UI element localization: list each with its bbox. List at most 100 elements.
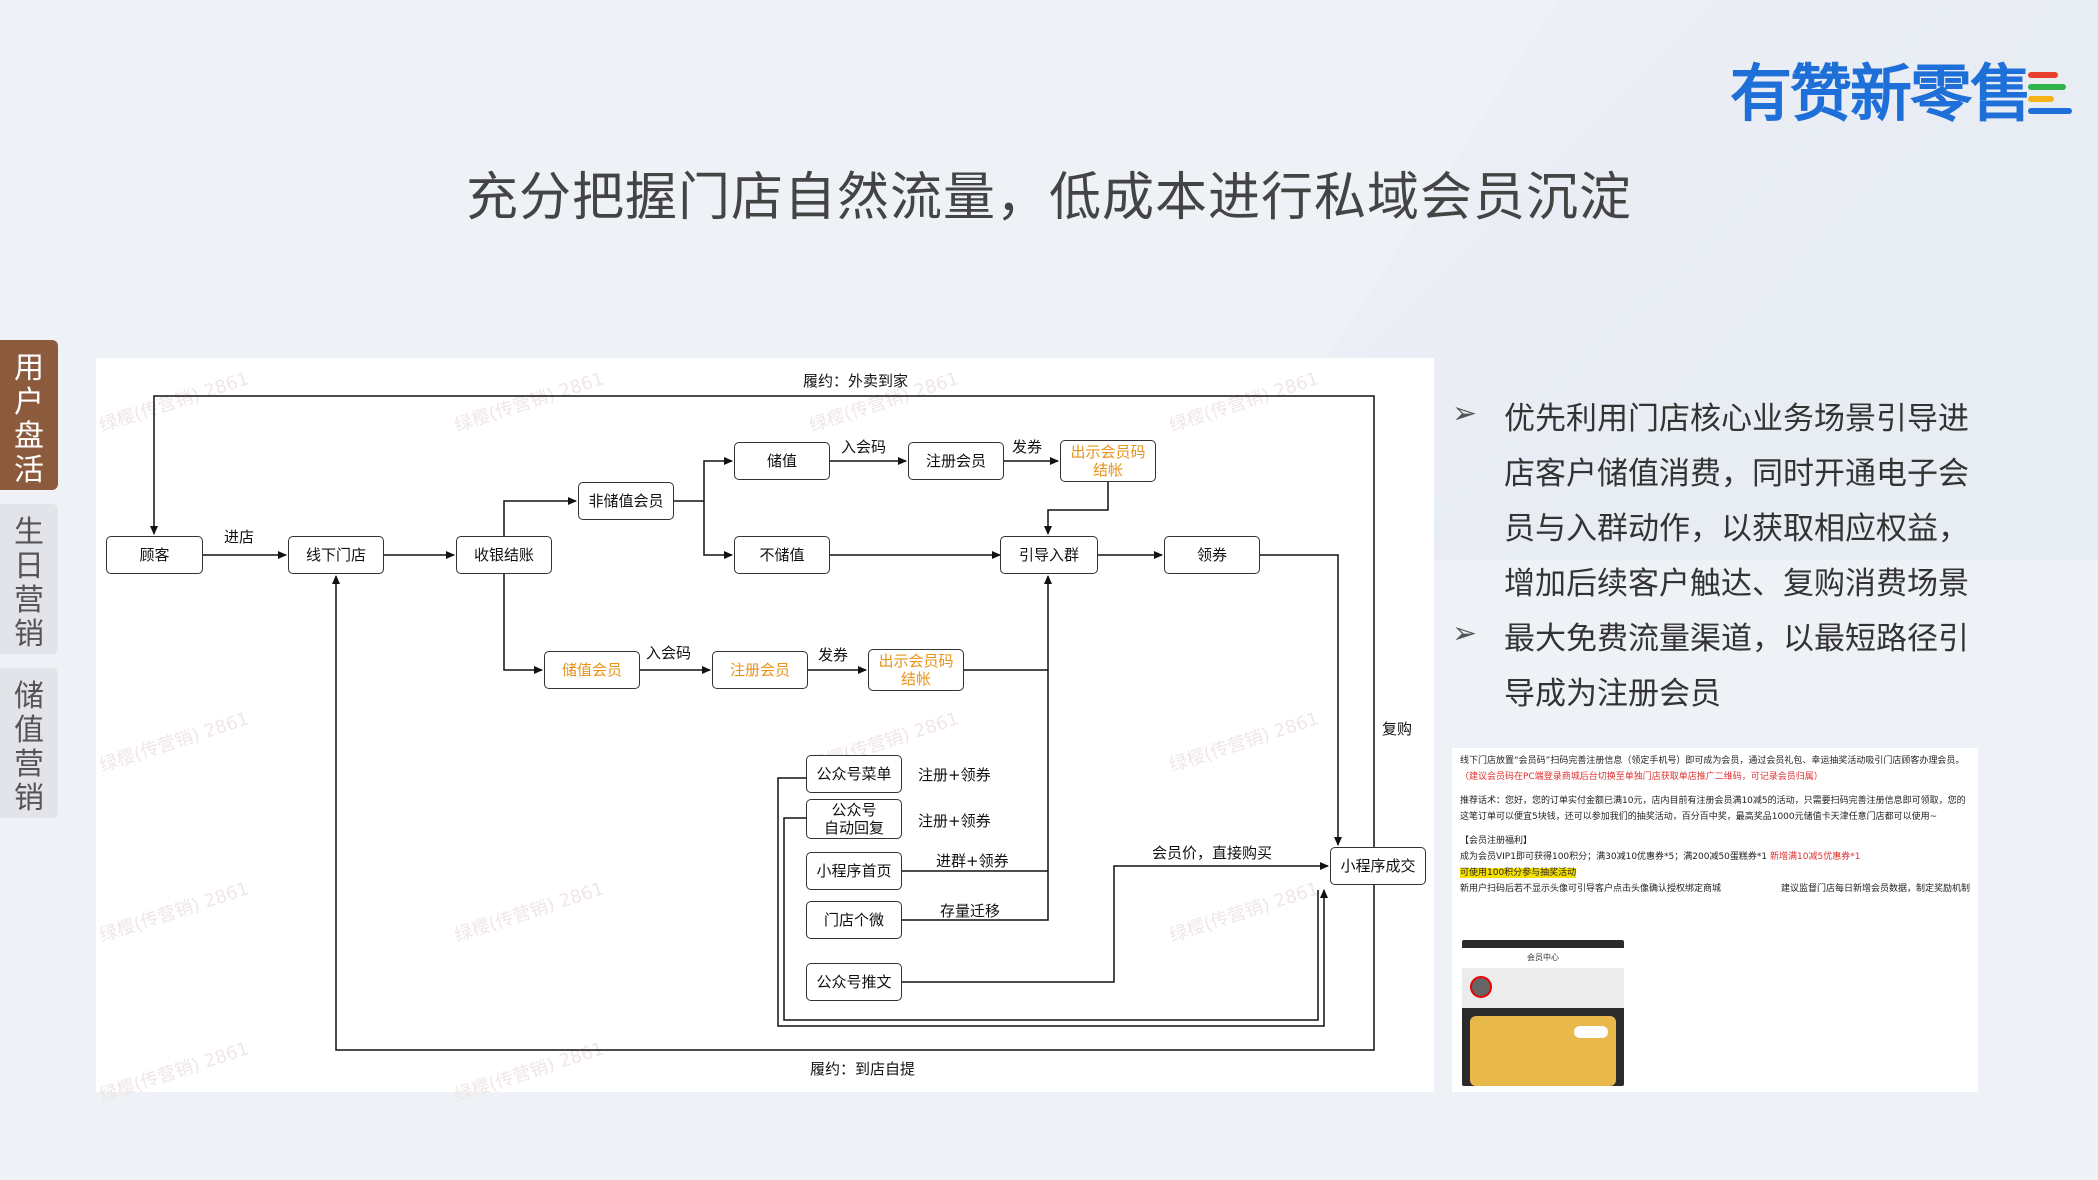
card-button	[1574, 1026, 1608, 1038]
node-show-code-top: 出示会员码 结帐	[1060, 440, 1156, 482]
node-label: 引导入群	[1018, 546, 1079, 564]
label-member-price: 会员价，直接购买	[1152, 844, 1273, 862]
logo-text: 有赞新零售	[1730, 57, 2032, 130]
tab-birthday-marketing[interactable]: 生日营销	[0, 504, 58, 654]
shot-row: 新用户扫码后若不显示头像可引导客户点击头像确认授权绑定商城 建议监督门店每日新增…	[1460, 881, 1970, 897]
edge-to-no-store-value	[703, 501, 733, 559]
node-label: 注册会员	[925, 452, 986, 470]
node-label: 门店个微	[823, 911, 884, 929]
edge-to-stored	[503, 555, 543, 674]
edge-code-to-group	[1044, 480, 1109, 535]
node-label: 小程序成交	[1340, 857, 1416, 875]
member-card	[1470, 1016, 1616, 1086]
edge-fulfill-delivery	[150, 395, 1375, 866]
label-stock-migrate: 存量迁移	[940, 902, 1001, 920]
node-guide-group: 引导入群	[1000, 536, 1098, 574]
label-join-group-claim: 进群+领券	[936, 852, 1009, 870]
node-label: 领券	[1196, 546, 1227, 564]
node-oa-menu: 公众号菜单	[806, 755, 902, 793]
edge-stock-migrate	[902, 871, 1049, 921]
node-checkout: 收银结账	[456, 536, 552, 574]
tab-user-activation[interactable]: 用户盘活	[0, 340, 58, 490]
node-label: 注册会员	[729, 661, 790, 679]
shot-text: 建议监督门店每日新增会员数据，制定奖励机制	[1780, 884, 1970, 894]
tab-stored-value-marketing[interactable]: 储值营销	[0, 668, 58, 818]
node-label: 公众号推文	[816, 973, 892, 991]
node-customer: 顾客	[106, 536, 203, 574]
phone-user-row	[1462, 968, 1624, 1008]
tab-label: 用户盘活	[14, 351, 44, 488]
node-label: 顾客	[139, 546, 170, 564]
bullet-text: 优先利用门店核心业务场景引导进店客户储值消费，同时开通电子会员与入群动作，以获取…	[1504, 401, 1969, 602]
node-non-stored-member: 非储值会员	[578, 482, 674, 520]
node-label: 出示会员码 结帐	[878, 652, 954, 688]
shot-line: 成为会员VIP1即可获得100积分；满30减10优惠券*5；满200减50蛋糕券…	[1460, 849, 1970, 865]
node-label: 储值	[766, 452, 797, 470]
node-label: 非储值会员	[588, 492, 664, 510]
edge-auto-reply-loop	[783, 817, 1319, 1021]
node-offline-store: 线下门店	[288, 536, 384, 574]
edge-repurchase	[1260, 554, 1342, 846]
node-label: 小程序首页	[816, 862, 892, 880]
bullet-text: 最大免费流量渠道，以最短路径引导成为注册会员	[1504, 621, 1969, 712]
edge-oa-menu-loop	[777, 777, 1328, 1027]
side-tab-bar: 用户盘活 生日营销 储值营销	[0, 340, 60, 832]
label-join-code-top: 入会码	[841, 438, 887, 456]
phone-title: 会员中心	[1462, 948, 1624, 968]
node-no-store-value: 不储值	[734, 536, 830, 574]
bullet-arrow-icon: ➢	[1452, 396, 1478, 431]
label-register-claim-2: 注册+领券	[918, 812, 991, 830]
node-label: 储值会员	[561, 661, 622, 679]
shot-line: 线下门店放置“会员码”扫码完善注册信息（领定手机号）即可成为会员，通过会员礼包、…	[1460, 756, 1965, 766]
node-label: 出示会员码 结帐	[1070, 443, 1146, 479]
node-mini-deal: 小程序成交	[1330, 847, 1426, 885]
node-register-member-top: 注册会员	[908, 442, 1004, 480]
shot-text: 新用户扫码后若不显示头像可引导客户点击头像确认授权绑定商城	[1460, 884, 1722, 894]
label-repurchase: 复购	[1382, 720, 1413, 738]
node-label: 收银结账	[473, 546, 534, 564]
bullet-item: ➢ 最大免费流量渠道，以最短路径引导成为注册会员	[1452, 612, 1982, 722]
node-oa-article: 公众号推文	[806, 963, 902, 1001]
label-issue-coupon-top: 发券	[1012, 438, 1043, 456]
node-label: 公众号 自动回复	[823, 801, 884, 837]
flow-diagram: 绿樱(传营销) 2861 绿樱(传营销) 2861 绿樱(传营销) 2861 绿…	[96, 358, 1434, 1106]
bullet-list: ➢ 优先利用门店核心业务场景引导进店客户储值消费，同时开通电子会员与入群动作，以…	[1452, 392, 1982, 722]
reference-screenshot: 线下门店放置“会员码”扫码完善注册信息（领定手机号）即可成为会员，通过会员礼包、…	[1452, 748, 1978, 1092]
label-issue-coupon-bottom: 发券	[818, 646, 849, 664]
label-fulfill-pickup: 履约：到店自提	[810, 1060, 916, 1078]
node-label: 公众号菜单	[816, 765, 892, 783]
shot-line-red: （建议会员码在PC端登录商城后台切换至单独门店获取单店推广二维码，可记录会员归属…	[1460, 772, 1823, 782]
node-register-member-bottom: 注册会员	[712, 651, 808, 689]
avatar	[1470, 976, 1492, 998]
node-label: 线下门店	[305, 546, 366, 564]
label-fulfill-delivery: 履约：外卖到家	[803, 372, 909, 390]
edge-to-store-value	[674, 457, 733, 502]
node-show-code-bottom: 出示会员码 结帐	[868, 649, 964, 691]
page-title: 充分把握门店自然流量，低成本进行私域会员沉淀	[465, 168, 1632, 228]
label-join-code-bottom: 入会码	[646, 644, 692, 662]
tab-label: 生日营销	[14, 515, 44, 652]
node-mini-home: 小程序首页	[806, 852, 902, 890]
shot-line: 推荐话术：您好，您的订单实付金额已满10元，店内目前有注册会员满10减5的活动，…	[1460, 796, 1966, 822]
label-register-claim-1: 注册+领券	[918, 766, 991, 784]
tab-label: 储值营销	[14, 679, 44, 816]
bullet-arrow-icon: ➢	[1452, 616, 1478, 651]
shot-text: 成为会员VIP1即可获得100积分；满30减10优惠券*5；满200减50蛋糕券…	[1460, 852, 1768, 862]
node-label: 不储值	[759, 546, 805, 564]
edge-code-bottom-to-group	[964, 575, 1052, 671]
phone-mockup: 会员中心	[1462, 940, 1624, 1086]
node-stored-member: 储值会员	[544, 651, 640, 689]
edge-member-price	[902, 862, 1329, 983]
label-enter-store: 进店	[224, 528, 255, 546]
node-store-wechat: 门店个微	[806, 901, 902, 939]
brand-logo: 有赞新零售	[1730, 48, 2073, 130]
node-oa-auto-reply: 公众号 自动回复	[806, 799, 902, 839]
node-claim-coupon: 领券	[1164, 536, 1260, 574]
logo-bars-icon	[2024, 58, 2073, 118]
node-store-value: 储值	[734, 442, 830, 480]
shot-line: 【会员注册福利】	[1460, 836, 1533, 846]
shot-text-red: 新增满10减5优惠券*1	[1770, 852, 1861, 862]
shot-line-highlight: 可使用100积分参与抽奖活动	[1460, 868, 1577, 878]
bullet-item: ➢ 优先利用门店核心业务场景引导进店客户储值消费，同时开通电子会员与入群动作，以…	[1452, 392, 1982, 612]
edge-fulfill-pickup	[332, 575, 1375, 1051]
